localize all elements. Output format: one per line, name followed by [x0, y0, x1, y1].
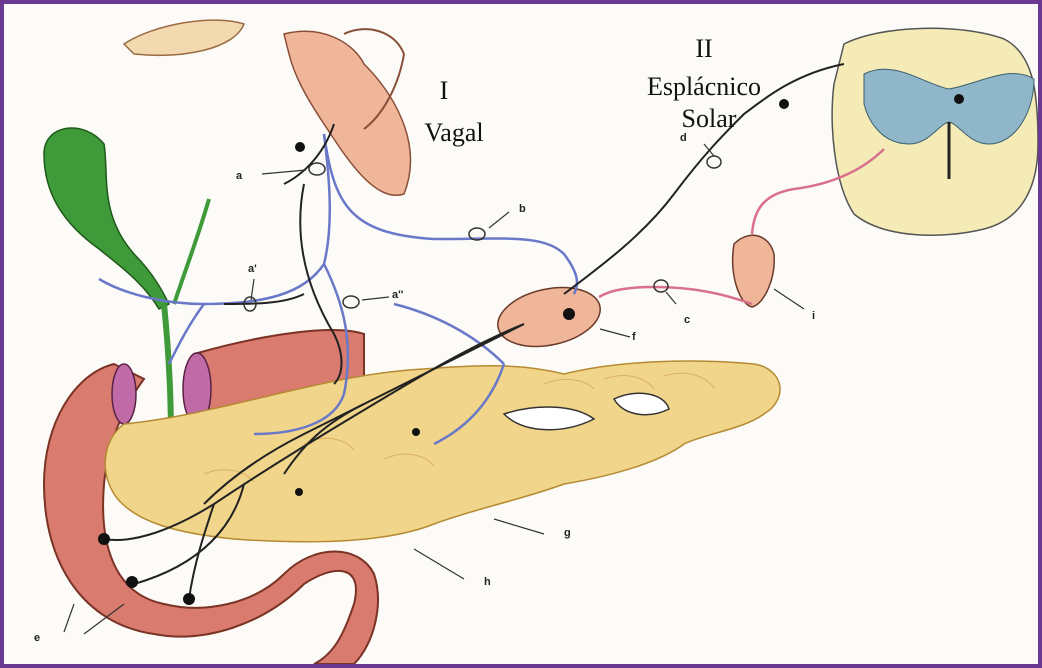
label-d: d [680, 132, 687, 144]
label-a-prime: a' [248, 263, 257, 275]
vagal-label: Vagal [409, 118, 499, 148]
label-a-double-prime: a'' [392, 289, 403, 301]
pancreas-innervation-drawing [4, 4, 1038, 664]
vagal-numeral: I [424, 76, 464, 106]
dorsal-root-ganglion [733, 235, 775, 307]
label-b: b [519, 203, 526, 215]
solar-ganglion [492, 279, 605, 355]
label-g: g [564, 527, 571, 539]
label-a: a [236, 170, 242, 182]
stomach-fragment-left [124, 20, 244, 55]
label-e: e [34, 632, 40, 644]
spinal-neuron-dot [954, 94, 964, 104]
esplacnico-label: Esplácnico [624, 72, 784, 102]
pylorus-ring-left [112, 364, 136, 424]
label-h: h [484, 576, 491, 588]
solar-label: Solar [664, 104, 754, 134]
label-f: f [632, 331, 636, 343]
hepatic-duct [174, 199, 209, 304]
label-i: i [812, 310, 815, 322]
label-c: c [684, 314, 690, 326]
esplacnico-numeral: II [684, 34, 724, 64]
